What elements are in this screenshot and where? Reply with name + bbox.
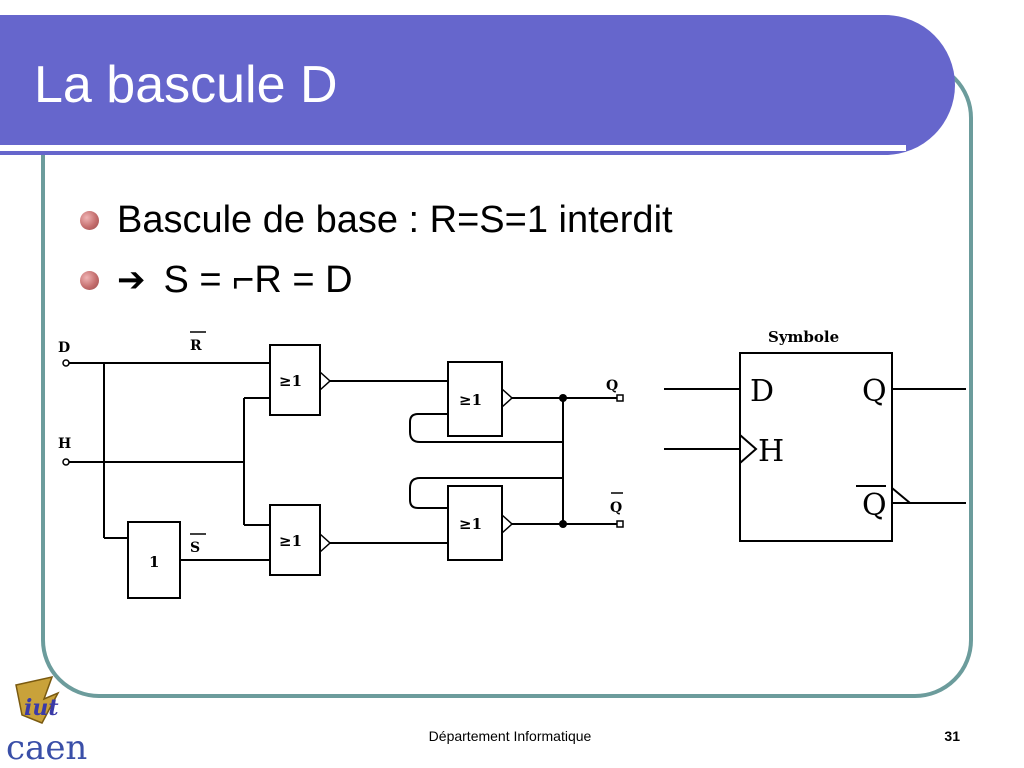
terminal	[616, 394, 624, 402]
junction-dot	[559, 520, 567, 528]
bullet-list: Bascule de base : R=S=1 interdit ➔ S = ⌐…	[80, 190, 673, 310]
or-gate: ≥1	[269, 344, 332, 416]
feedback-wire	[409, 398, 564, 509]
clock-triangle-icon	[739, 434, 758, 464]
or-gate: ≥1	[447, 361, 514, 437]
terminal	[62, 458, 70, 466]
feedback-wire	[409, 413, 564, 524]
output-q-label: Q	[606, 378, 618, 394]
gate-label: 1	[149, 553, 159, 571]
bullet-dot-icon	[80, 210, 99, 230]
bullet-text: S = ⌐R = D	[163, 258, 353, 301]
logo-top-text: iut	[24, 695, 59, 721]
bullet-item: ➔ S = ⌐R = D	[80, 250, 673, 310]
r-bar-label: R	[190, 338, 202, 354]
logo-bottom-text: caen	[6, 728, 87, 765]
symbol-title: Symbole	[768, 328, 839, 346]
right-arrow-icon: ➔	[117, 261, 146, 299]
bullet-item: Bascule de base : R=S=1 interdit	[80, 190, 673, 250]
input-h-label: H	[58, 436, 71, 452]
gate-label: ≥1	[459, 391, 482, 409]
symbol-q-pin: Q	[862, 374, 887, 409]
symbol-q-bar-pin: Q	[862, 488, 887, 523]
page-number: 31	[944, 728, 960, 744]
not-gate: 1	[127, 521, 181, 599]
title-bar: La bascule D	[0, 15, 955, 155]
iut-caen-logo: iut caen	[6, 675, 87, 765]
title-underline	[0, 145, 906, 151]
footer-department: Département Informatique	[428, 728, 592, 744]
terminal	[62, 359, 70, 367]
inversion-triangle-icon	[891, 487, 913, 504]
logo-emblem-icon	[15, 675, 60, 724]
or-gate: ≥1	[447, 485, 514, 561]
symbol-d-pin: D	[750, 374, 774, 409]
gate-label: ≥1	[279, 532, 302, 550]
gate-label: ≥1	[279, 372, 302, 390]
bullet-text: Bascule de base : R=S=1 interdit	[117, 198, 673, 241]
junction-dot	[559, 394, 567, 402]
or-gate: ≥1	[269, 504, 332, 576]
slide-title: La bascule D	[34, 56, 338, 114]
bullet-dot-icon	[80, 270, 99, 290]
gate-label: ≥1	[459, 515, 482, 533]
output-q-bar-label: Q	[610, 500, 622, 516]
symbol-box	[739, 352, 893, 542]
input-d-label: D	[58, 340, 70, 356]
terminal	[616, 520, 624, 528]
s-bar-label: S	[190, 540, 200, 556]
symbol-h-pin: H	[758, 434, 784, 469]
